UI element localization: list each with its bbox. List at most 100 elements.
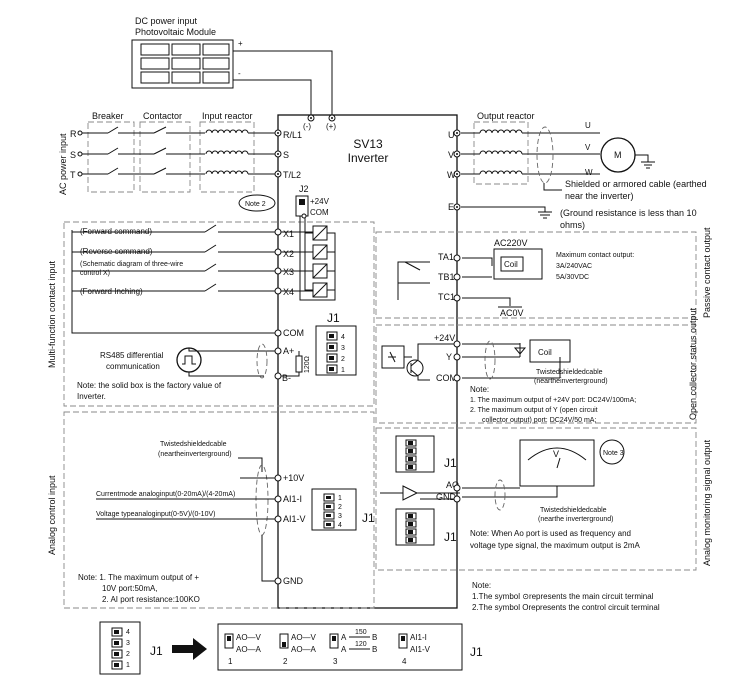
ao-note-1: Note: When Ao port is used as frequency … <box>470 529 631 538</box>
j2-pin2: COM <box>310 208 329 217</box>
ao-side-label: Analog monitoring signal output <box>702 439 712 566</box>
di-switch-1 <box>204 244 217 253</box>
terminal-s: S <box>283 150 289 160</box>
input-reactor-label: Input reactor <box>202 111 253 121</box>
legend-line-1: 1.The symbol ⊙represents the main circui… <box>472 592 654 601</box>
relay-side-label: Passive contact output <box>702 227 712 318</box>
terminal-com: COM <box>283 328 304 338</box>
svg-text:1: 1 <box>126 662 130 669</box>
phase-s: S <box>70 150 76 160</box>
terminal-tc1: TC1 <box>438 292 455 302</box>
terminal-tl2: T/L2 <box>283 170 301 180</box>
j2-pin1: +24V <box>310 197 330 206</box>
ai-twisted-1: Twistedshieldedcable <box>160 441 227 448</box>
j1-label-ai: J1 <box>362 511 375 525</box>
cable-note-2: near the inverter) <box>565 191 634 201</box>
ai-note-1: Note: 1. The maximum output of + <box>78 573 199 582</box>
note3-label: Note 3 <box>603 450 624 457</box>
svg-text:3: 3 <box>126 640 130 647</box>
control-terminal-right-3 <box>453 340 461 348</box>
oc-transistor <box>381 343 460 381</box>
j1-label-ao-2: J1 <box>444 530 457 544</box>
ai-twisted-2: (neartheinverterground) <box>158 451 232 458</box>
ai1v-desc: Voltage typeanaloginput(0-5V)/(0-10V) <box>96 511 215 518</box>
di2-desc: (Reverse command) <box>80 247 153 256</box>
j1-dip-switch-ao-bottom <box>395 508 435 546</box>
svg-text:1: 1 <box>338 495 342 502</box>
sw3-a-top: A <box>341 633 347 642</box>
svg-text:4: 4 <box>338 522 342 529</box>
control-terminal-left-0 <box>274 228 282 236</box>
ao-buffer-icon <box>402 485 419 501</box>
j2-label: J2 <box>299 184 309 194</box>
j1-label-ao-1: J1 <box>444 456 457 470</box>
control-terminal-left-4 <box>274 329 282 337</box>
ai1i-desc: Currentmode analoginput(0-20mA)/(4-20mA) <box>96 491 235 498</box>
j1-legend-box <box>217 623 463 671</box>
arrow-icon <box>172 638 207 660</box>
control-terminal-left-6 <box>274 372 282 380</box>
phase-t: T <box>70 170 76 180</box>
factory-note-2: Inverter. <box>77 392 106 401</box>
output-reactor-box <box>473 121 529 185</box>
svg-text:3: 3 <box>341 345 345 352</box>
pv-title-2: Photovoltaic Module <box>135 27 216 37</box>
terminal-w: W <box>447 170 456 180</box>
control-terminal-right-4 <box>453 353 461 361</box>
oc-note-1: 1. The maximum output of +24V port: DC24… <box>470 397 636 404</box>
breaker-switch-1 <box>107 147 119 155</box>
oc-twisted-1: Twistedshieldedcable <box>536 369 603 376</box>
relay-max-2: 3A/240VAC <box>556 263 592 270</box>
note2-bubble <box>238 194 276 212</box>
cable-note-1: Shielded or armored cable (earthed <box>565 179 707 189</box>
breaker-switch-0 <box>107 126 119 134</box>
terminal-v: V <box>448 150 454 160</box>
terminal-ai1i: AI1-I <box>283 494 302 504</box>
svg-text:1: 1 <box>341 367 345 374</box>
ac220-label: AC220V <box>494 238 528 248</box>
svg-text:3: 3 <box>338 513 342 520</box>
di3-desc2: control X) <box>80 270 110 277</box>
di1-desc: (Forward command) <box>80 227 152 236</box>
control-terminal-left-3 <box>274 287 282 295</box>
terminal-x4: X4 <box>283 287 294 297</box>
terminal-tb1: TB1 <box>438 272 455 282</box>
control-terminal-right-2 <box>453 294 461 302</box>
shield-cable-icon <box>536 126 554 184</box>
sw4-ai1v: AI1-V <box>410 645 431 654</box>
analog-input-box <box>63 411 375 609</box>
ground-note-2: ohms) <box>560 220 585 230</box>
ao-shield <box>494 479 506 511</box>
sw3-r1: 150 <box>355 629 367 636</box>
control-terminal-right-5 <box>453 374 461 382</box>
di-switch-0 <box>204 224 217 233</box>
terminal-ao: AO <box>446 480 459 490</box>
ac0-label: AC0V <box>500 308 524 318</box>
ai-note-2: 10V port:50mA, <box>102 584 158 593</box>
control-terminal-left-8 <box>274 495 282 503</box>
ao-twisted-2: (nearthe inverterground) <box>538 516 614 523</box>
com-wire <box>71 230 278 334</box>
motor-label: M <box>614 150 622 160</box>
control-terminal-left-9 <box>274 515 282 523</box>
di3-desc: (Schematic diagram of three-wire <box>80 261 183 268</box>
voltmeter-label: V <box>553 449 559 459</box>
terminal-a-plus: A+ <box>283 346 294 356</box>
terminal-rl1: R/L1 <box>283 130 302 140</box>
contactor-switch-2 <box>153 167 167 175</box>
input-reactor-box <box>199 121 255 193</box>
breaker-switch-2 <box>107 167 119 175</box>
terminal-10v: +10V <box>283 473 304 483</box>
sw1-num: 1 <box>228 657 233 666</box>
svg-text:4: 4 <box>126 629 130 636</box>
svg-text:4: 4 <box>341 334 345 341</box>
inverter-box <box>277 114 458 609</box>
note2-label: Note 2 <box>245 201 266 208</box>
ai-shield <box>255 464 269 536</box>
j1-label-bottom-right: J1 <box>470 645 483 659</box>
oc-box <box>375 324 697 424</box>
pv-plus-wire <box>233 50 333 115</box>
sw4-num: 4 <box>402 657 407 666</box>
